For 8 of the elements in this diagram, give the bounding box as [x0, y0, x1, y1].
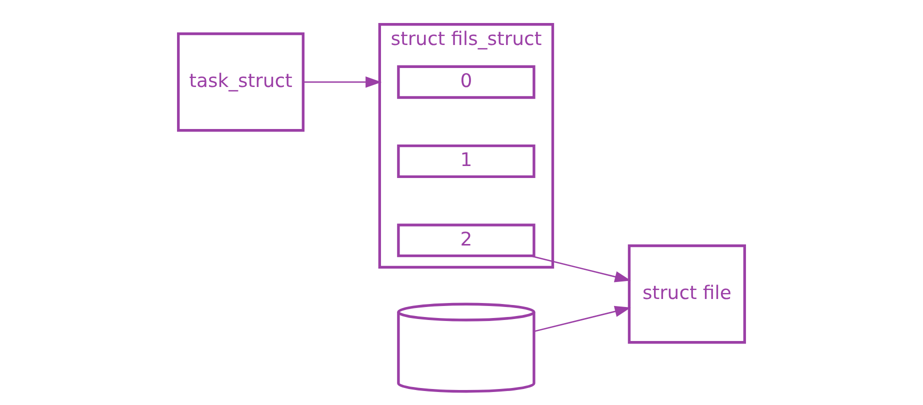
node-box: struct file	[628, 244, 746, 344]
arrow	[304, 76, 382, 88]
node-box: 2	[397, 224, 536, 258]
arrow	[530, 255, 631, 282]
node-box: 1	[397, 144, 536, 178]
node-box: 0	[397, 65, 536, 99]
node-box: task_struct	[177, 32, 304, 132]
arrow	[534, 306, 631, 332]
